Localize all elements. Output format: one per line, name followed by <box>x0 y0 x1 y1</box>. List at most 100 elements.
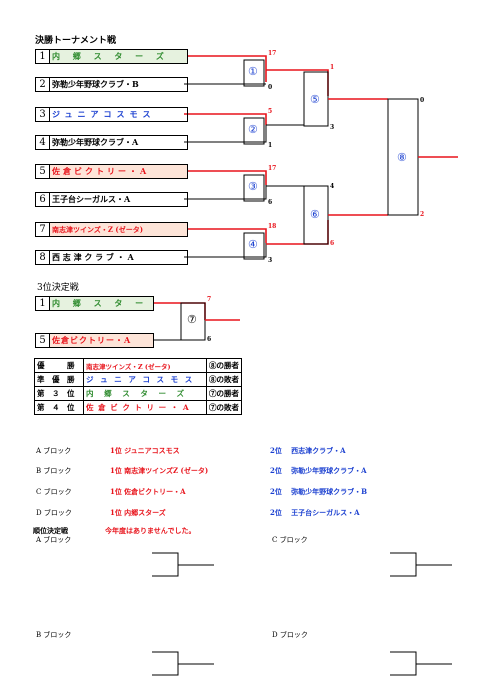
team-cell: 南志津ツインズ・Z (ゼータ) <box>83 358 207 373</box>
second-label: 2位 <box>270 487 282 496</box>
seed-number: 8 <box>35 250 50 265</box>
table-row: 準 優 勝 ジ ュ ニ ア コ ス モ ス ⑧の敗者 <box>34 372 242 387</box>
third-place-title: 3位決定戦 <box>37 283 79 293</box>
block-row: B ブロック <box>36 466 71 476</box>
seed-number: 4 <box>35 135 50 150</box>
score: 6 <box>268 199 273 206</box>
seed-number: 3 <box>35 107 50 122</box>
block-first: 1位 ジュニアコスモス <box>110 446 180 456</box>
score: 3 <box>330 124 335 131</box>
seed-number: 5 <box>35 333 50 348</box>
seed-number: 7 <box>35 222 50 237</box>
second-label: 2位 <box>270 446 282 455</box>
second-team: 西志津クラブ・A <box>291 446 346 455</box>
score: 4 <box>330 183 335 190</box>
seed-number: 1 <box>35 296 50 311</box>
rank-cell: 第 ４ 位 <box>34 400 84 415</box>
game-number: ⑧ <box>397 151 407 164</box>
game-number: ③ <box>248 180 258 193</box>
game-number: ④ <box>248 238 258 251</box>
score: 1 <box>268 142 273 149</box>
seed-number: 1 <box>35 49 50 64</box>
team-name: 西 志 津 ク ラ ブ ・ A <box>49 250 188 265</box>
second-team: 弥勒少年野球クラブ・A <box>291 466 367 475</box>
block-name: C ブロック <box>36 488 72 496</box>
placement-label: C ブロック <box>272 536 308 544</box>
score: 6 <box>330 240 335 247</box>
table-row: 優 勝 南志津ツインズ・Z (ゼータ) ⑧の勝者 <box>34 358 242 373</box>
placement-note: 今年度はありませんでした。 <box>105 526 196 535</box>
block-first: 1位 佐倉ビクトリー・A <box>110 487 186 497</box>
score: 17 <box>268 50 277 57</box>
rank-cell: 第 ３ 位 <box>34 386 84 401</box>
first-team: 内郷スターズ <box>124 508 166 517</box>
rank-cell: 優 勝 <box>34 358 84 373</box>
seed-number: 6 <box>35 192 50 207</box>
block-row: D ブロック <box>36 508 72 518</box>
first-label: 1位 <box>110 446 122 455</box>
seed-number: 5 <box>35 164 50 179</box>
second-label: 2位 <box>270 466 282 475</box>
seed-number: 2 <box>35 77 50 92</box>
block-second: 2位 王子台シーガルス・A <box>270 508 360 518</box>
block-first: 1位 内郷スターズ <box>110 508 166 518</box>
first-team: 佐倉ビクトリー・A <box>124 487 186 496</box>
first-label: 1位 <box>110 487 122 496</box>
placement-label: D ブロック <box>272 631 308 639</box>
score: 5 <box>268 108 273 115</box>
first-label: 1位 <box>110 508 122 517</box>
game-number: ② <box>248 123 258 136</box>
second-team: 王子台シーガルス・A <box>291 508 360 517</box>
block-second: 2位 弥勒少年野球クラブ・B <box>270 487 367 497</box>
team-name: 内 郷 ス タ ー ズ <box>49 49 188 64</box>
score: 17 <box>268 165 277 172</box>
team-name: 佐倉ビクトリー・A <box>49 164 188 179</box>
block-name: D ブロック <box>36 509 72 517</box>
first-label: 1位 <box>110 466 122 475</box>
team-name: 王子台シーガルス・A <box>49 192 188 207</box>
score: 0 <box>420 97 425 104</box>
team-name: 佐倉ビクトリー・A <box>49 333 154 348</box>
team-name: 弥勒少年野球クラブ・A <box>49 135 188 150</box>
tournament-title: 決勝トーナメント戦 <box>35 36 117 46</box>
note-cell: ⑦の敗者 <box>206 400 242 415</box>
score: 7 <box>207 296 212 303</box>
note-cell: ⑦の勝者 <box>206 386 242 401</box>
team-name: 南志津ツインズ・Z (ゼータ) <box>49 222 188 237</box>
team-cell: 佐 倉 ビ ク ト リ ー ・ A <box>83 400 207 415</box>
results-table: 優 勝 南志津ツインズ・Z (ゼータ) ⑧の勝者 準 優 勝 ジ ュ ニ ア コ… <box>34 358 242 415</box>
second-team: 弥勒少年野球クラブ・B <box>291 487 368 496</box>
first-team: ジュニアコスモス <box>124 446 180 455</box>
team-name: 弥勒少年野球クラブ・B <box>49 77 188 92</box>
table-row: 第 ４ 位 佐 倉 ビ ク ト リ ー ・ A ⑦の敗者 <box>34 400 242 415</box>
block-name: A ブロック <box>36 447 72 455</box>
score: 2 <box>420 211 425 218</box>
game-number: ⑤ <box>310 93 320 106</box>
score: 1 <box>330 64 335 71</box>
note-cell: ⑧の勝者 <box>206 358 242 373</box>
score: 0 <box>268 84 273 91</box>
placement-label: A ブロック <box>36 536 72 544</box>
note-cell: ⑧の敗者 <box>206 372 242 387</box>
team-cell: 内 郷 ス タ ー ズ <box>83 386 207 401</box>
block-name: B ブロック <box>36 467 72 475</box>
rank-cell: 準 優 勝 <box>34 372 84 387</box>
second-label: 2位 <box>270 508 282 517</box>
score: 3 <box>268 257 273 264</box>
block-row: A ブロック <box>36 446 71 456</box>
placement-title: 順位決定戦 <box>33 526 68 535</box>
block-second: 2位 弥勒少年野球クラブ・A <box>270 466 367 476</box>
game-number: ⑥ <box>310 208 320 221</box>
block-row: C ブロック <box>36 487 72 497</box>
team-name: 内 郷 ス タ ー ズ <box>49 296 154 311</box>
score: 18 <box>268 223 277 230</box>
block-first: 1位 南志津ツインズZ (ゼータ) <box>110 466 208 476</box>
score: 6 <box>207 336 212 343</box>
placement-label: B ブロック <box>36 631 72 639</box>
game-number: ① <box>248 65 258 78</box>
team-cell: ジ ュ ニ ア コ ス モ ス <box>83 372 207 387</box>
table-row: 第 ３ 位 内 郷 ス タ ー ズ ⑦の勝者 <box>34 386 242 401</box>
block-second: 2位 西志津クラブ・A <box>270 446 346 456</box>
team-name: ジュニアコスモス <box>49 107 188 122</box>
